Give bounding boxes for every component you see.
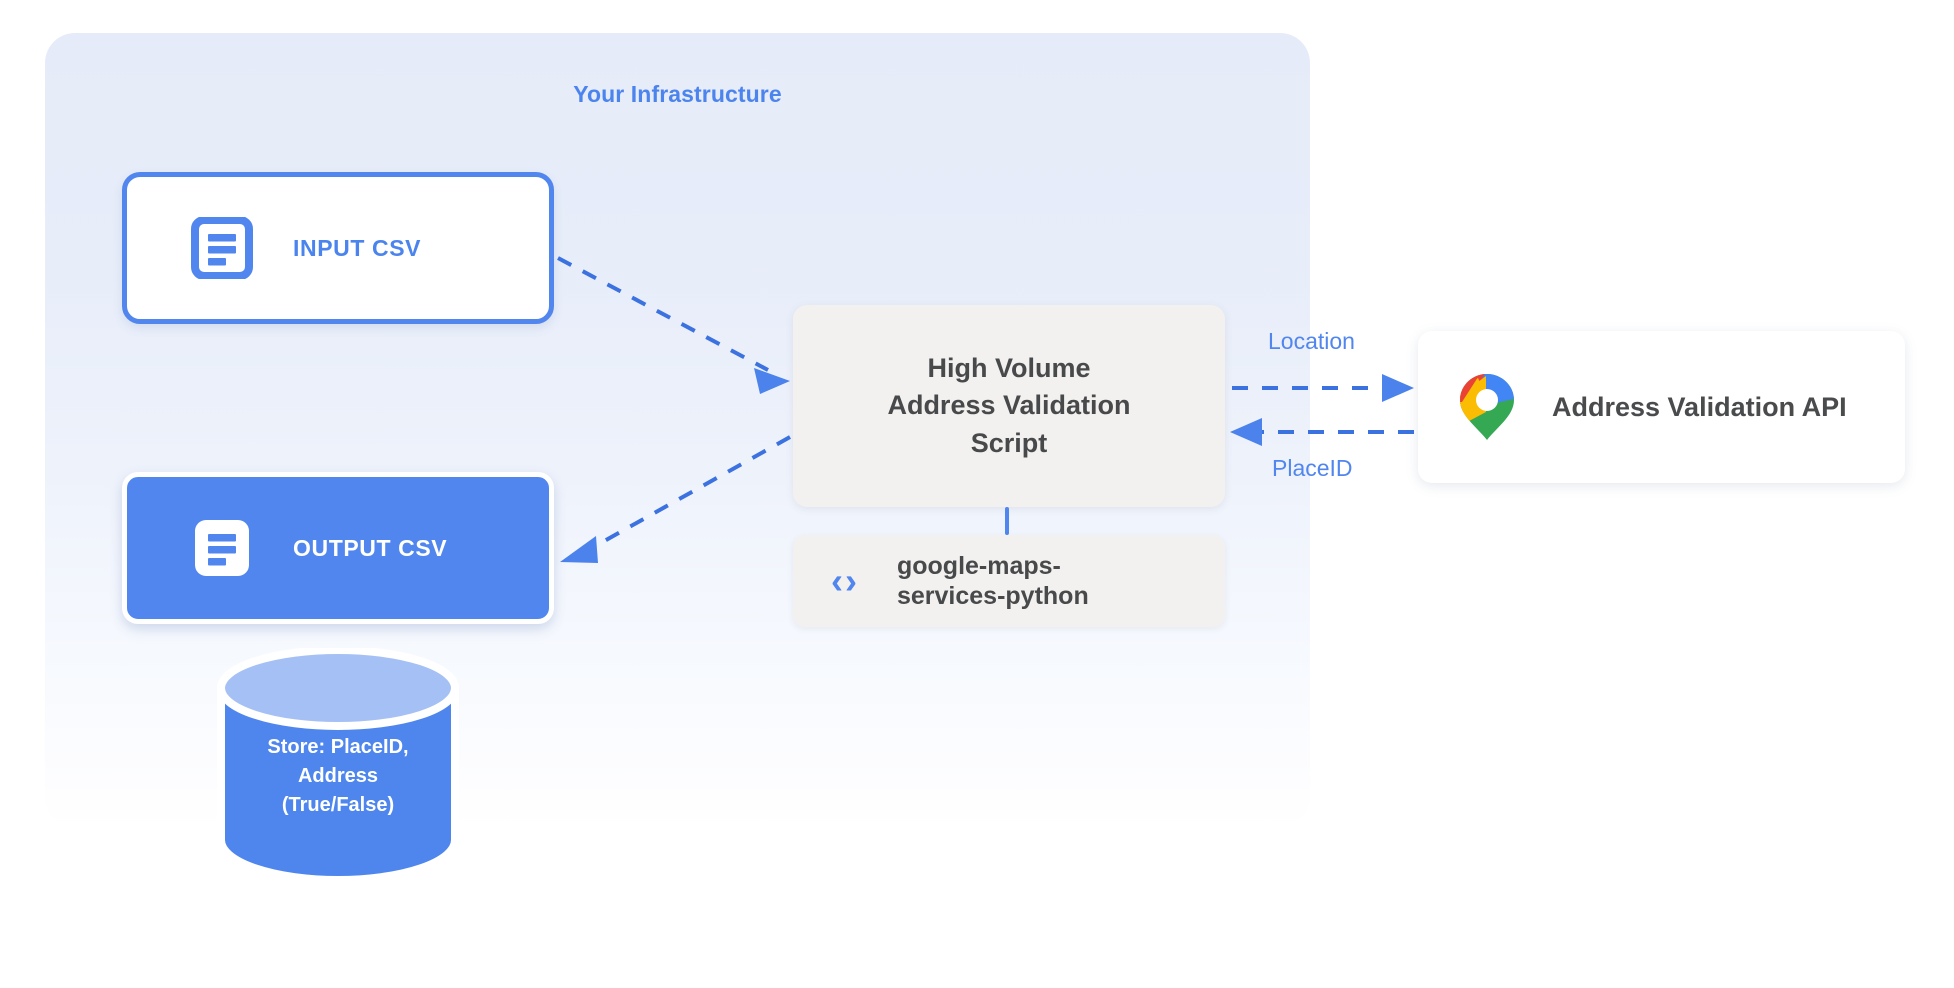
script-line-3: Script <box>970 427 1048 458</box>
node-library[interactable]: ‹› google-maps- services-python <box>793 535 1225 627</box>
api-label: Address Validation API <box>1552 391 1847 422</box>
node-database[interactable]: Store: PlaceID, Address (True/False) <box>215 646 461 884</box>
node-output-csv[interactable]: OUTPUT CSV <box>122 472 554 624</box>
input-csv-label: INPUT CSV <box>293 234 422 261</box>
script-line-2: Address Validation <box>887 390 1131 421</box>
document-icon <box>195 520 249 576</box>
document-icon <box>191 217 253 279</box>
edge-script-to-library <box>1005 507 1009 535</box>
code-icon: ‹› <box>831 560 859 601</box>
panel-title: Your Infrastructure <box>573 81 782 107</box>
edge-label-location: Location <box>1268 328 1355 354</box>
edge-label-placeid: PlaceID <box>1272 455 1353 481</box>
library-label: google-maps- services-python <box>896 551 1089 611</box>
node-address-validation-api[interactable]: Address Validation API <box>1418 331 1905 483</box>
script-line-1: High Volume <box>927 353 1091 384</box>
google-maps-pin-icon <box>1460 374 1514 440</box>
database-cylinder-icon <box>217 646 459 884</box>
database-label: Store: PlaceID, Address (True/False) <box>267 736 409 816</box>
node-input-csv[interactable]: INPUT CSV <box>122 172 554 324</box>
output-csv-label: OUTPUT CSV <box>293 534 448 561</box>
node-script[interactable]: High Volume Address Validation Script <box>793 305 1225 507</box>
